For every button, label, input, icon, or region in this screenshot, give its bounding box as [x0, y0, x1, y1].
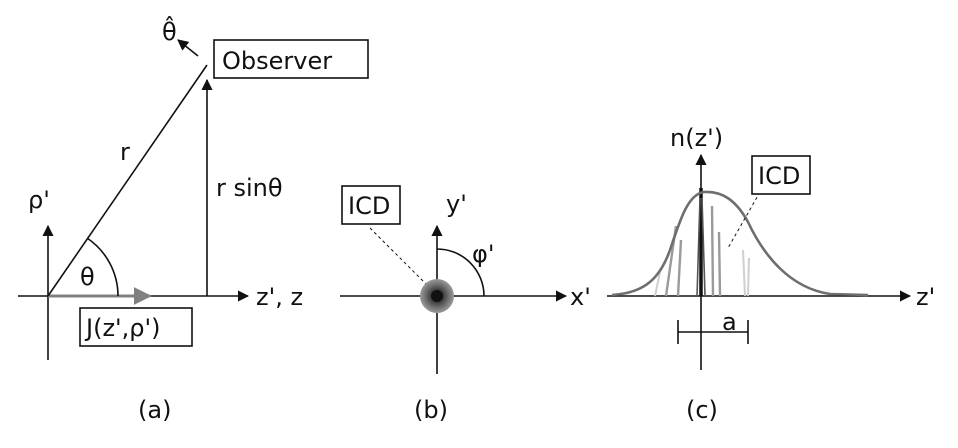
caption-a: (a) [138, 396, 171, 424]
current-label: J(z',ρ') [84, 314, 160, 342]
rho-axis-label: ρ' [28, 186, 50, 214]
x-axis-label-b: x' [570, 283, 591, 311]
spike [742, 249, 746, 297]
spike [717, 231, 722, 297]
density-curve [611, 190, 869, 297]
width-label-a: a [722, 308, 737, 336]
icd-core [431, 290, 443, 302]
caption-b: (b) [414, 396, 448, 424]
icd-leader-b [369, 227, 431, 289]
caption-c: (c) [686, 396, 718, 424]
z-axis-label-a: z', z [256, 283, 303, 311]
observer-box [213, 39, 369, 79]
observer-label: Observer [222, 47, 332, 75]
icd-label-b: ICD [348, 192, 390, 220]
theta-hat-label: θ̂ [162, 16, 177, 46]
r-label: r [120, 138, 130, 166]
icd-box-c [751, 155, 811, 195]
panel-c: ICD n(z') z' a (c) [607, 124, 935, 424]
icd-box-b [341, 185, 401, 225]
phi-angle-label: φ' [472, 240, 494, 268]
spike [654, 271, 661, 297]
theta-angle-arc [86, 237, 119, 297]
spike [710, 205, 715, 297]
central-spike-side [696, 197, 701, 297]
phi-angle-arc [436, 248, 485, 297]
icd-leader-c [727, 191, 761, 249]
y-axis-label-b: y' [446, 190, 467, 218]
spike [747, 257, 750, 297]
panel-b: ICD y' φ' x' (b) [340, 185, 591, 424]
spike [676, 239, 683, 297]
central-spike-side [701, 197, 706, 297]
icd-label-c: ICD [758, 162, 800, 190]
z-axis-label-c: z' [916, 283, 935, 311]
current-box [79, 307, 193, 347]
theta-hat-arrow [177, 39, 199, 57]
r-sin-theta-label: r sinθ [216, 174, 283, 202]
r-vector [47, 64, 208, 297]
theta-angle-label: θ [80, 263, 95, 291]
panel-a: Observer θ̂ r r sinθ ρ' θ z', z J(z',ρ')… [18, 16, 369, 424]
n-axis-label: n(z') [670, 124, 723, 152]
